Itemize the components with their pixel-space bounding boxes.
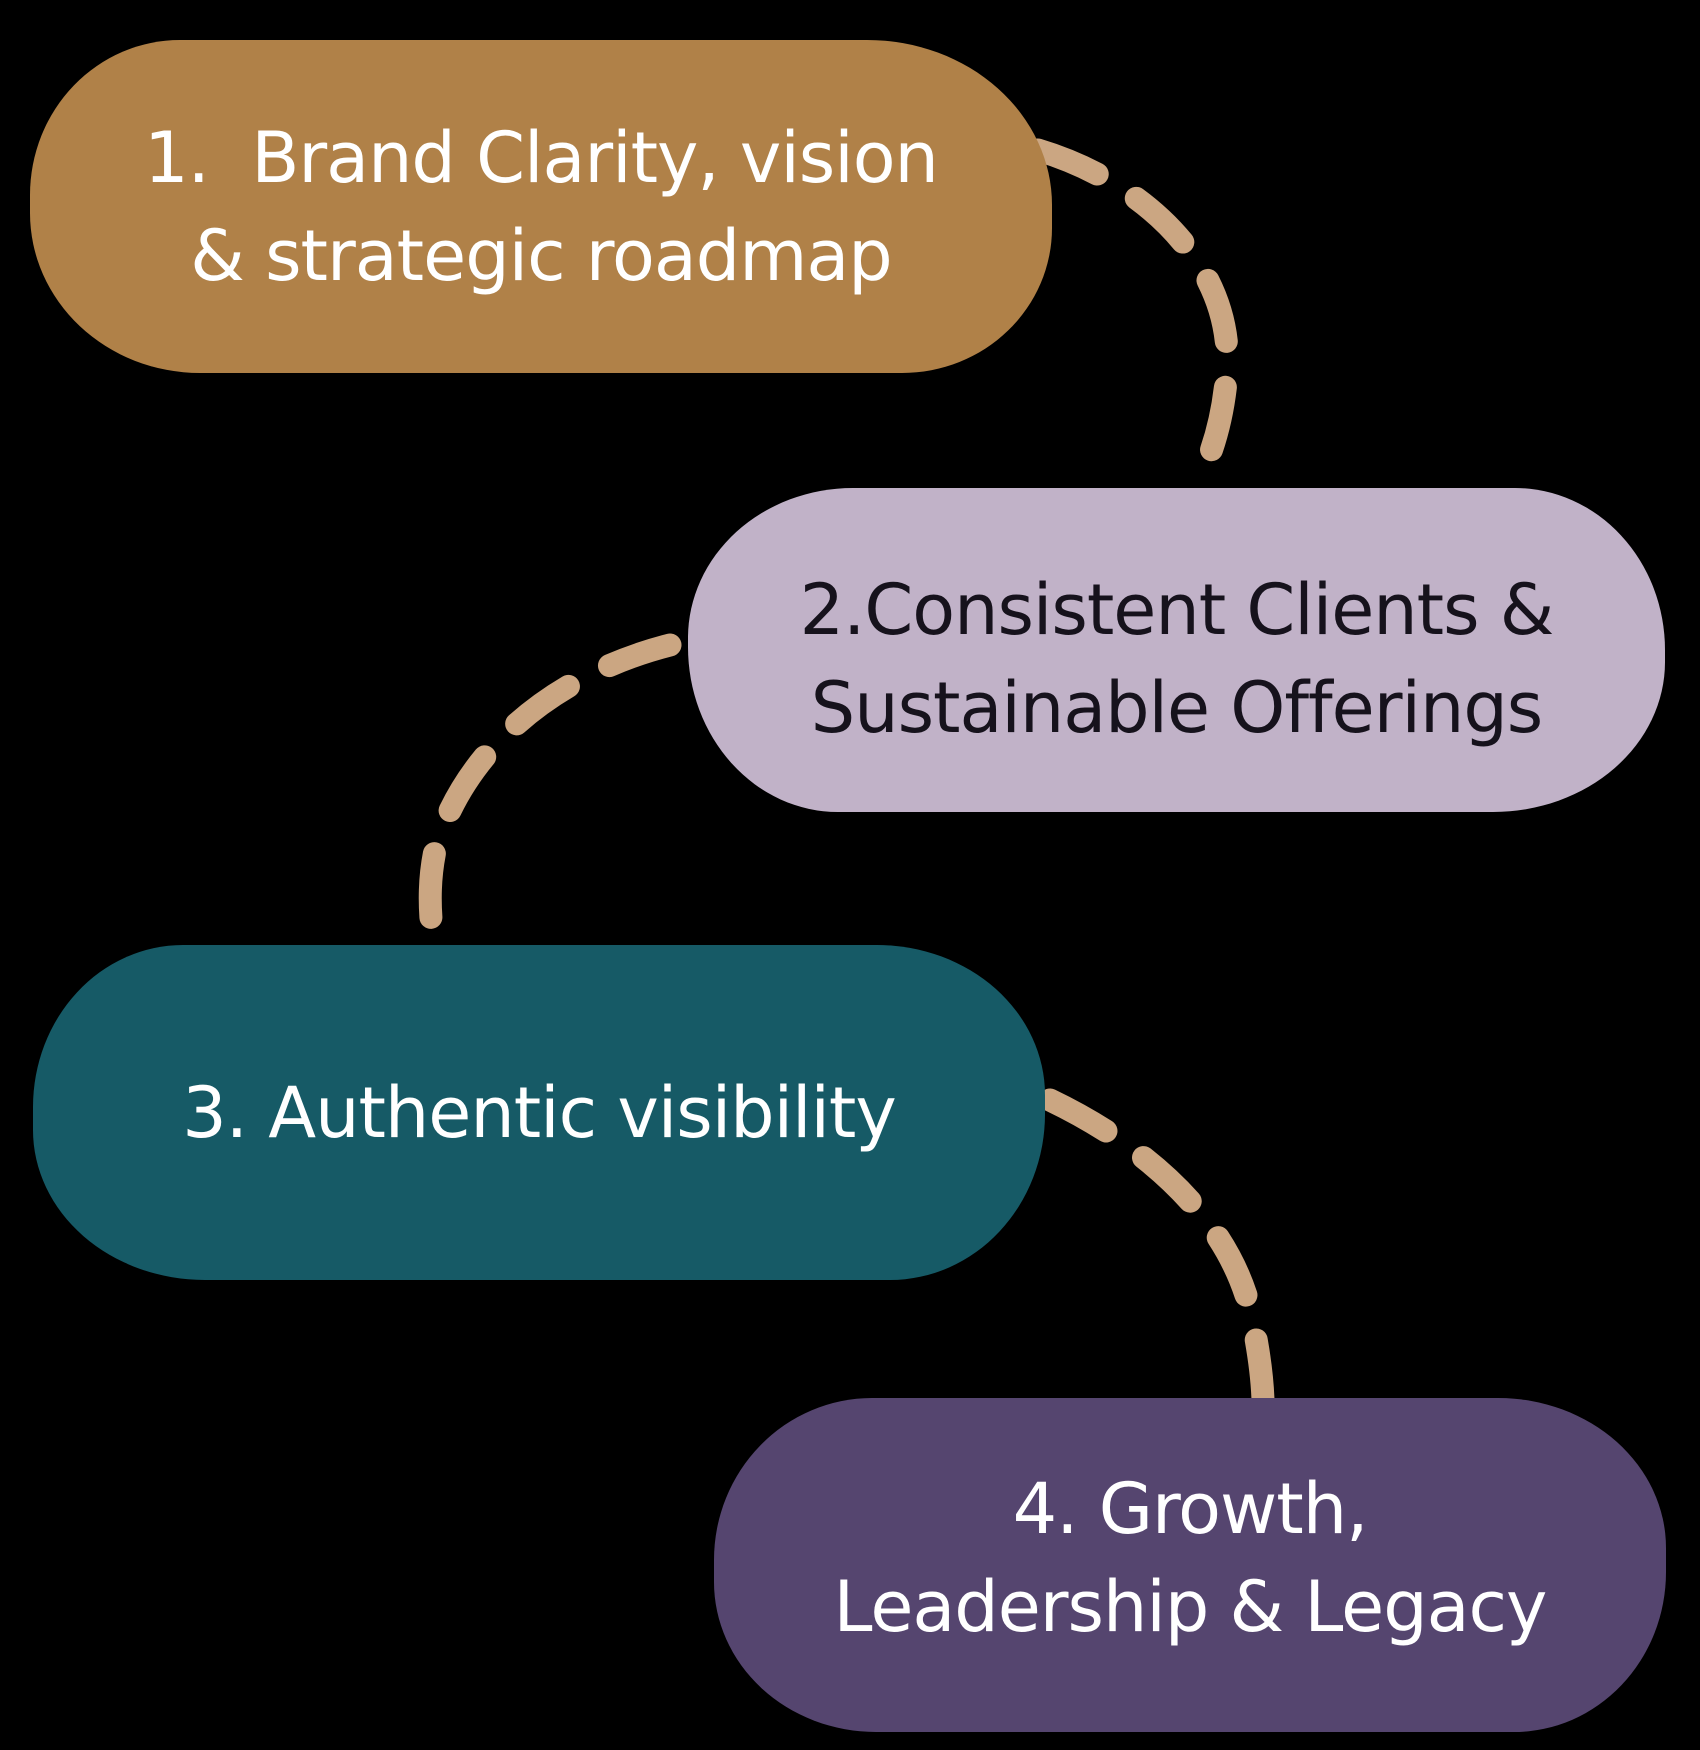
step-1-blob: 1. Brand Clarity, vision & strategic roa…	[30, 40, 1052, 373]
step-2-label-line-1: 2.Consistent Clients &	[799, 569, 1555, 651]
step-4-blob: 4. Growth, Leadership & Legacy	[714, 1398, 1666, 1732]
step-3-blob: 3. Authentic visibility	[33, 945, 1045, 1280]
connector-step2-step3	[418, 633, 682, 962]
step-3-label: 3. Authentic visibility	[182, 1064, 897, 1162]
step-1-label-line-2: & strategic roadmap	[190, 214, 892, 297]
step-4-label: 4. Growth, Leadership & Legacy	[833, 1460, 1548, 1670]
connector-step1-step2	[1026, 138, 1239, 490]
connector-step3-step4	[1038, 1088, 1275, 1412]
step-1-label-line-1: 1. Brand Clarity, vision	[144, 116, 939, 199]
step-2-label-line-2: Sustainable Offerings	[810, 667, 1543, 749]
step-2-label: 2.Consistent Clients & Sustainable Offer…	[799, 543, 1555, 757]
step-2-blob: 2.Consistent Clients & Sustainable Offer…	[688, 488, 1665, 812]
step-4-label-line-1: 4. Growth,	[1012, 1468, 1369, 1550]
step-1-label: 1. Brand Clarity, vision & strategic roa…	[144, 109, 939, 305]
step-4-label-line-2: Leadership & Legacy	[833, 1566, 1548, 1648]
step-3-label-line-1: 3. Authentic visibility	[182, 1071, 897, 1154]
